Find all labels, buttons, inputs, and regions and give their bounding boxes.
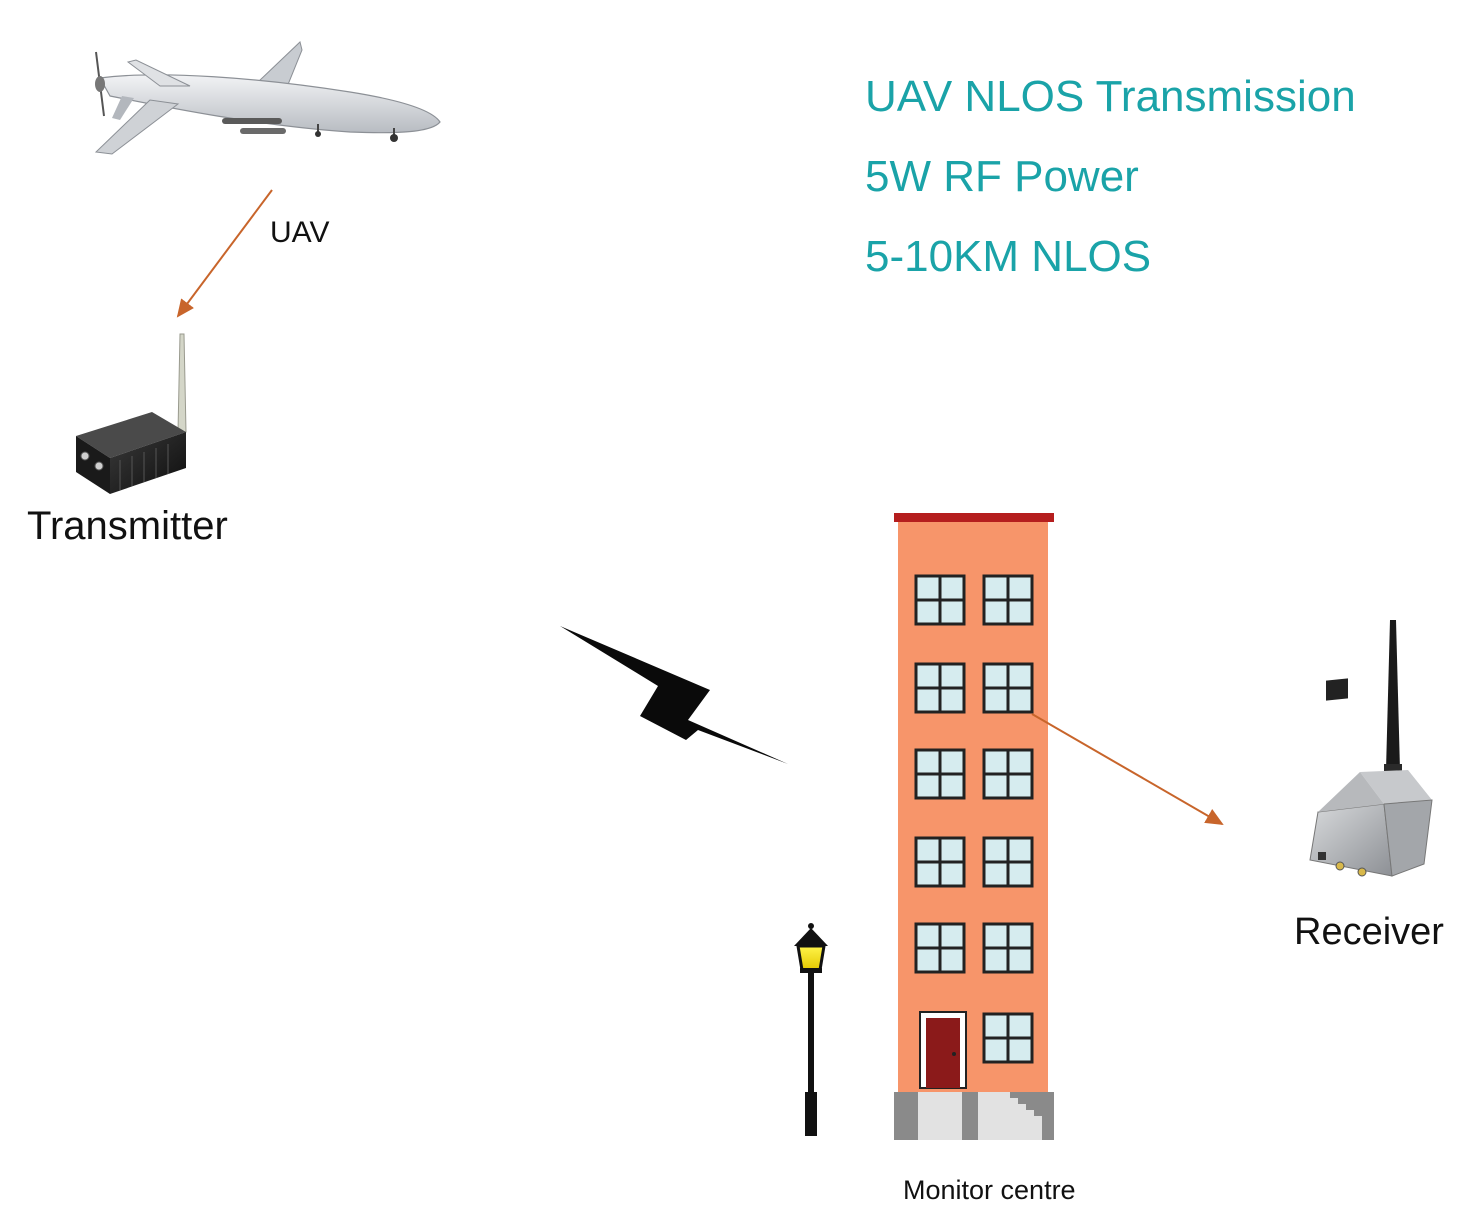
building-windows — [914, 574, 1034, 1064]
street-lamp-icon — [794, 923, 828, 1136]
window-row-2 — [914, 662, 1034, 714]
building-to-receiver-arrow — [1031, 713, 1224, 826]
uav-drone-icon — [94, 41, 441, 155]
transmitter-box-icon — [76, 333, 187, 494]
window-row-6 — [982, 1012, 1034, 1064]
window-row-4 — [914, 836, 1034, 888]
lightning-signal-icon — [560, 626, 788, 764]
headline-power: 5W RF Power — [865, 152, 1139, 201]
uav-to-transmitter-arrow — [176, 189, 273, 318]
receiver-box-icon — [1309, 620, 1433, 877]
transmitter-label: Transmitter — [27, 504, 228, 548]
headline-range: 5-10KM NLOS — [865, 232, 1152, 281]
monitor-centre-label: Monitor centre — [903, 1175, 1076, 1205]
window-row-3 — [914, 748, 1034, 800]
uav-label: UAV — [270, 216, 330, 249]
headline-title: UAV NLOS Transmission — [865, 72, 1356, 121]
receiver-label: Receiver — [1294, 911, 1444, 953]
window-row-1 — [914, 574, 1034, 626]
window-row-5 — [914, 922, 1034, 974]
